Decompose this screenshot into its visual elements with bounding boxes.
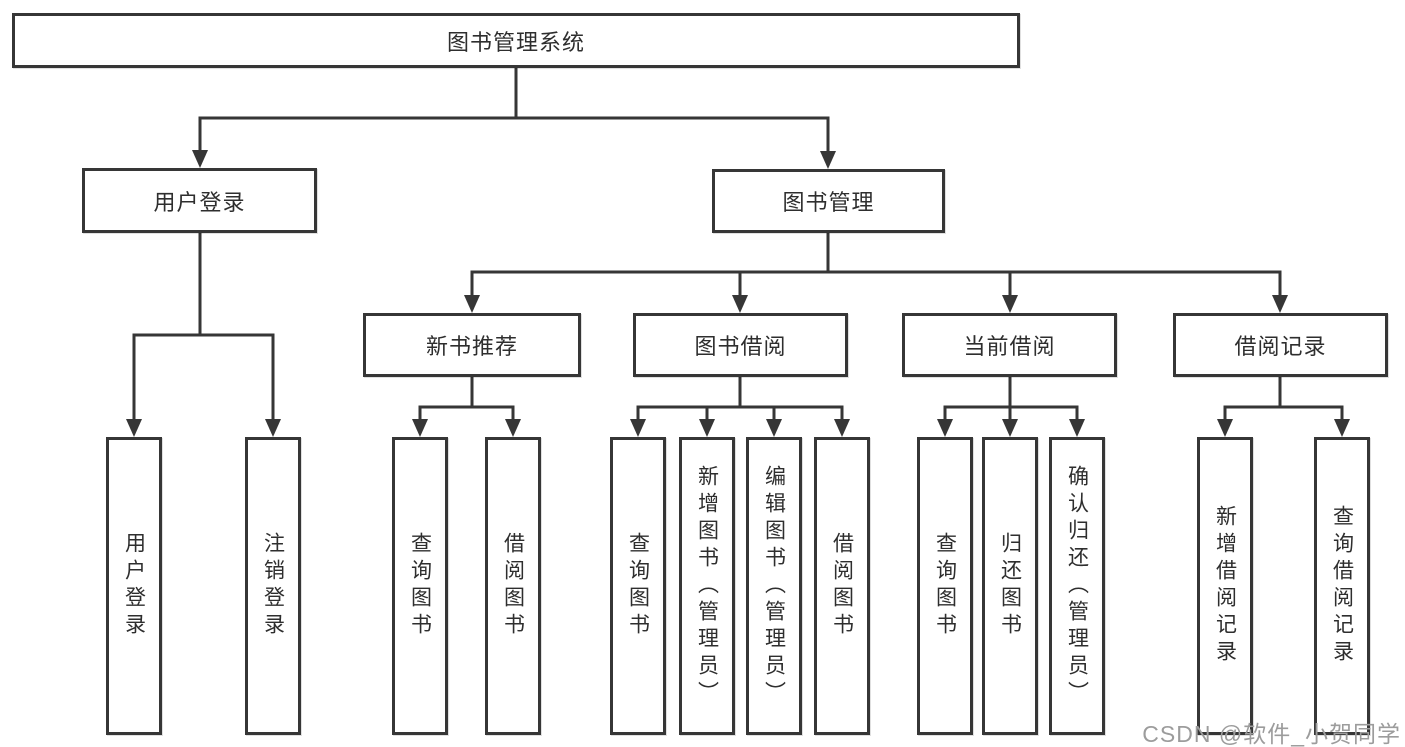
leaf-borrow-books-2: 借阅图书	[814, 437, 870, 735]
node-new-book-recommend: 新书推荐	[363, 313, 581, 377]
node-current-borrow: 当前借阅	[902, 313, 1117, 377]
leaf-edit-book-admin: 编辑图书（管理员）	[746, 437, 802, 735]
leaf-logout-label: 注销登录	[261, 532, 285, 640]
node-book-management-label: 图书管理	[782, 190, 875, 215]
leaf-user-login: 用户登录	[106, 437, 162, 735]
node-borrow-records-label: 借阅记录	[1234, 334, 1327, 359]
leaf-query-books-1: 查询图书	[392, 437, 448, 735]
leaf-return-books-label: 归还图书	[998, 532, 1022, 640]
leaf-query-borrow-record-label: 查询借阅记录	[1330, 505, 1354, 667]
leaf-confirm-return-admin: 确认归还（管理员）	[1049, 437, 1105, 735]
leaf-edit-book-admin-label: 编辑图书（管理员）	[762, 464, 786, 708]
leaf-query-books-1-label: 查询图书	[408, 532, 432, 640]
leaf-add-book-admin-label: 新增图书（管理员）	[695, 464, 719, 708]
node-new-book-recommend-label: 新书推荐	[425, 334, 518, 359]
node-library-system-label: 图书管理系统	[446, 29, 585, 55]
leaf-borrow-books-2-label: 借阅图书	[830, 532, 854, 640]
node-user-login: 用户登录	[82, 168, 317, 233]
leaf-query-borrow-record: 查询借阅记录	[1314, 437, 1370, 735]
connector-segments	[132, 68, 1344, 421]
leaf-logout: 注销登录	[245, 437, 301, 735]
leaf-add-book-admin: 新增图书（管理员）	[679, 437, 735, 735]
leaf-user-login-label: 用户登录	[122, 532, 146, 640]
csdn-watermark: CSDN @软件_小贺同学	[1142, 721, 1401, 747]
leaf-confirm-return-admin-label: 确认归还（管理员）	[1065, 464, 1089, 708]
leaf-add-borrow-record-label: 新增借阅记录	[1213, 505, 1237, 667]
leaf-add-borrow-record: 新增借阅记录	[1197, 437, 1253, 735]
node-book-borrow-label: 图书借阅	[694, 334, 787, 359]
node-current-borrow-label: 当前借阅	[963, 334, 1056, 359]
leaf-query-books-2-label: 查询图书	[626, 532, 650, 640]
leaf-query-books-3: 查询图书	[917, 437, 973, 735]
leaf-query-books-3-label: 查询图书	[933, 532, 957, 640]
leaf-return-books: 归还图书	[982, 437, 1038, 735]
node-user-login-label: 用户登录	[153, 189, 246, 215]
node-book-management: 图书管理	[712, 169, 945, 233]
leaf-query-books-2: 查询图书	[610, 437, 666, 735]
node-library-system: 图书管理系统	[12, 13, 1020, 68]
arrowheads	[126, 150, 1350, 437]
node-borrow-records: 借阅记录	[1173, 313, 1388, 377]
leaf-borrow-books-1: 借阅图书	[485, 437, 541, 735]
leaf-borrow-books-1-label: 借阅图书	[501, 532, 525, 640]
node-book-borrow: 图书借阅	[633, 313, 848, 377]
